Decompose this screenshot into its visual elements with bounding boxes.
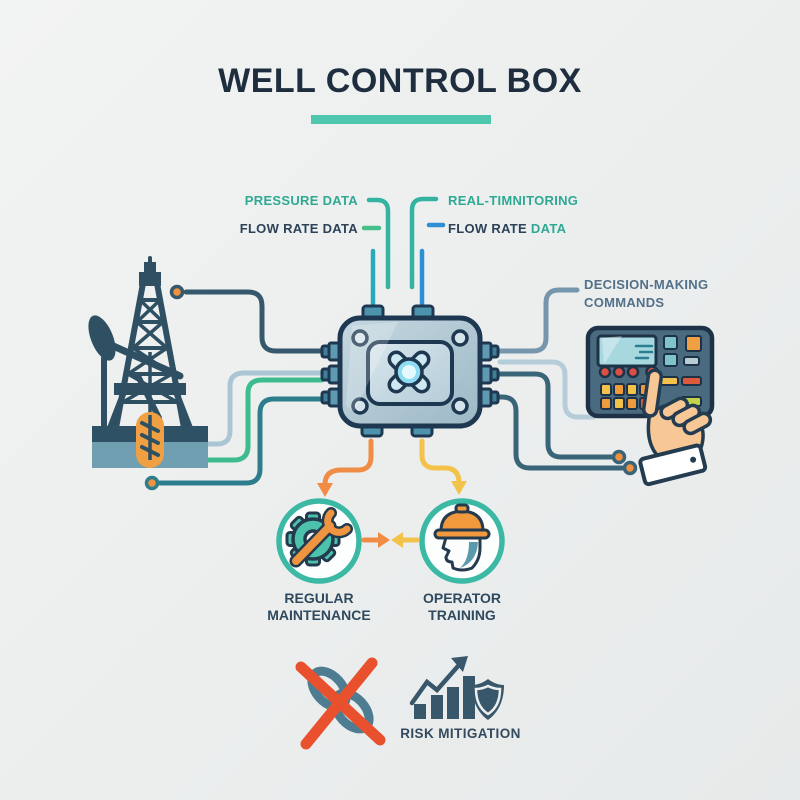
label-monitoring: REAL-TIMNITORING (448, 193, 579, 208)
right-arrowhead (378, 532, 390, 548)
label-risk-mitigation: RISK MITIGATION (400, 726, 521, 741)
helmet-dome (439, 509, 485, 533)
helmet-knob (454, 503, 470, 514)
node-exchange-arrows (361, 532, 420, 548)
index-finger (641, 368, 664, 418)
growth-chart-icon (409, 656, 475, 719)
left-arrowhead (391, 532, 403, 548)
shield-icon (472, 679, 504, 720)
label-flow-rate-right: FLOW RATE DATA (448, 221, 566, 236)
panel-key (663, 335, 678, 350)
panel-key (681, 376, 702, 386)
valve-cross (387, 350, 431, 394)
oil-rig-icon (88, 256, 208, 468)
box-to-panel-lines (495, 287, 638, 476)
arrowhead (451, 656, 468, 672)
label-decision-line2: COMMANDS (584, 295, 665, 310)
red-x (300, 657, 378, 750)
down-arrowhead (317, 483, 333, 497)
screen-shine (602, 336, 622, 364)
control-box-icon (320, 304, 500, 438)
operator-helmet-icon (433, 503, 491, 572)
bolt (451, 397, 469, 415)
risk-mitigation-icons (409, 656, 504, 720)
training-node (419, 498, 505, 584)
label-flow-rate-right-dark: FLOW RATE (448, 221, 527, 236)
pumpjack-horsehead (88, 315, 116, 361)
label-decision-line1: DECISION-MAKING (584, 277, 709, 292)
label-flow-rate-right-teal: DATA (530, 221, 567, 236)
connector-dot (144, 475, 160, 491)
panel-key (683, 356, 700, 366)
down-arrowhead (451, 481, 467, 495)
pointing-hand-icon (638, 368, 713, 487)
cuff (638, 443, 708, 487)
label-flow-rate-left: FLOW RATE DATA (239, 221, 358, 236)
head-back-shade (460, 542, 478, 568)
label-operator-training: OPERATOR TRAINING (392, 590, 532, 624)
input-connector-lines (361, 196, 446, 311)
connector-dot (169, 284, 185, 300)
label-regular-maintenance: REGULAR MAINTENANCE (249, 590, 389, 624)
connector-dot (611, 449, 627, 465)
page-title: WELL CONTROL BOX (218, 62, 582, 100)
label-maintenance-line1: REGULAR (284, 590, 354, 606)
maintenance-node (276, 498, 362, 584)
connector-dot (622, 460, 638, 476)
box-to-nodes-arrows (317, 438, 467, 497)
bolt (451, 329, 469, 347)
label-training-line2: TRAINING (428, 607, 496, 623)
label-maintenance-line2: MAINTENANCE (267, 607, 371, 623)
bolt (351, 329, 369, 347)
panel-key (663, 353, 678, 367)
box-shine (346, 322, 398, 412)
label-pressure-data: PRESSURE DATA (244, 193, 358, 208)
label-decision-making: DECISION-MAKING COMMANDS (584, 276, 734, 312)
title-underline (311, 115, 491, 124)
label-training-line1: OPERATOR (422, 590, 502, 606)
derrick-crown (139, 272, 161, 286)
broken-link-icon (295, 657, 386, 750)
gear-wrench-icon (285, 507, 353, 568)
panel-key (685, 335, 702, 352)
bolt (351, 397, 369, 415)
finger (682, 411, 713, 436)
helmet-brim (433, 528, 491, 540)
screen-text-lines (634, 344, 654, 360)
